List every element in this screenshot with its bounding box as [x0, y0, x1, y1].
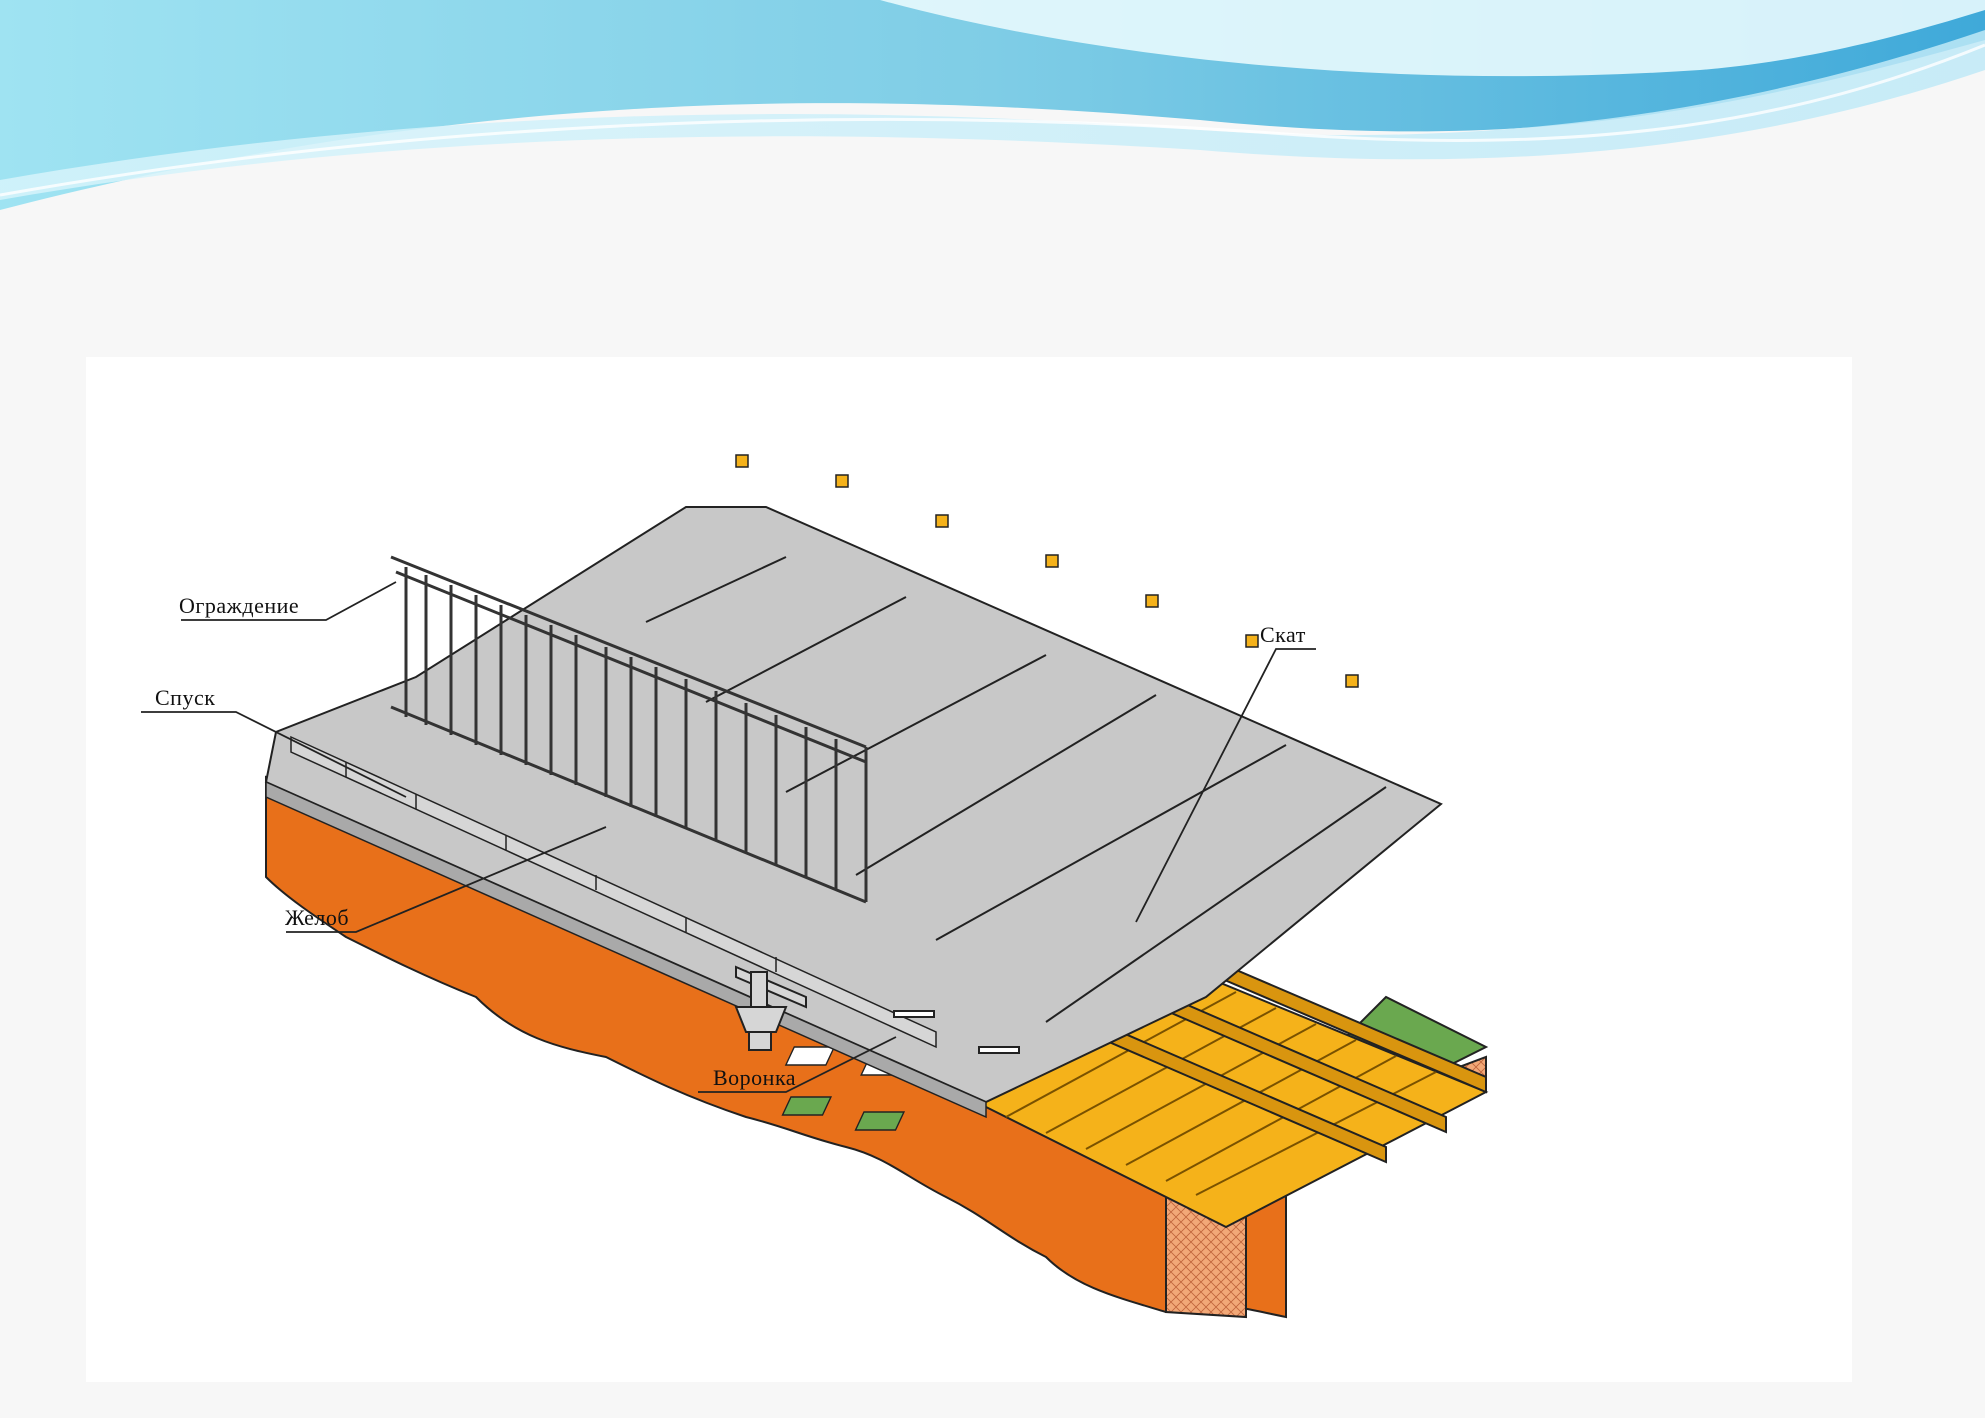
label-descent: Спуск [155, 685, 215, 710]
label-funnel: Воронка [713, 1065, 796, 1090]
label-slope: Скат [1260, 622, 1306, 647]
wave-header [0, 0, 1985, 230]
label-railing: Ограждение [179, 593, 299, 618]
roof-diagram: Ограждение Спуск Скат Желоб Воронка [86, 357, 1852, 1382]
label-gutter: Желоб [285, 905, 349, 930]
diagram-panel: Ограждение Спуск Скат Желоб Воронка [86, 357, 1852, 1382]
